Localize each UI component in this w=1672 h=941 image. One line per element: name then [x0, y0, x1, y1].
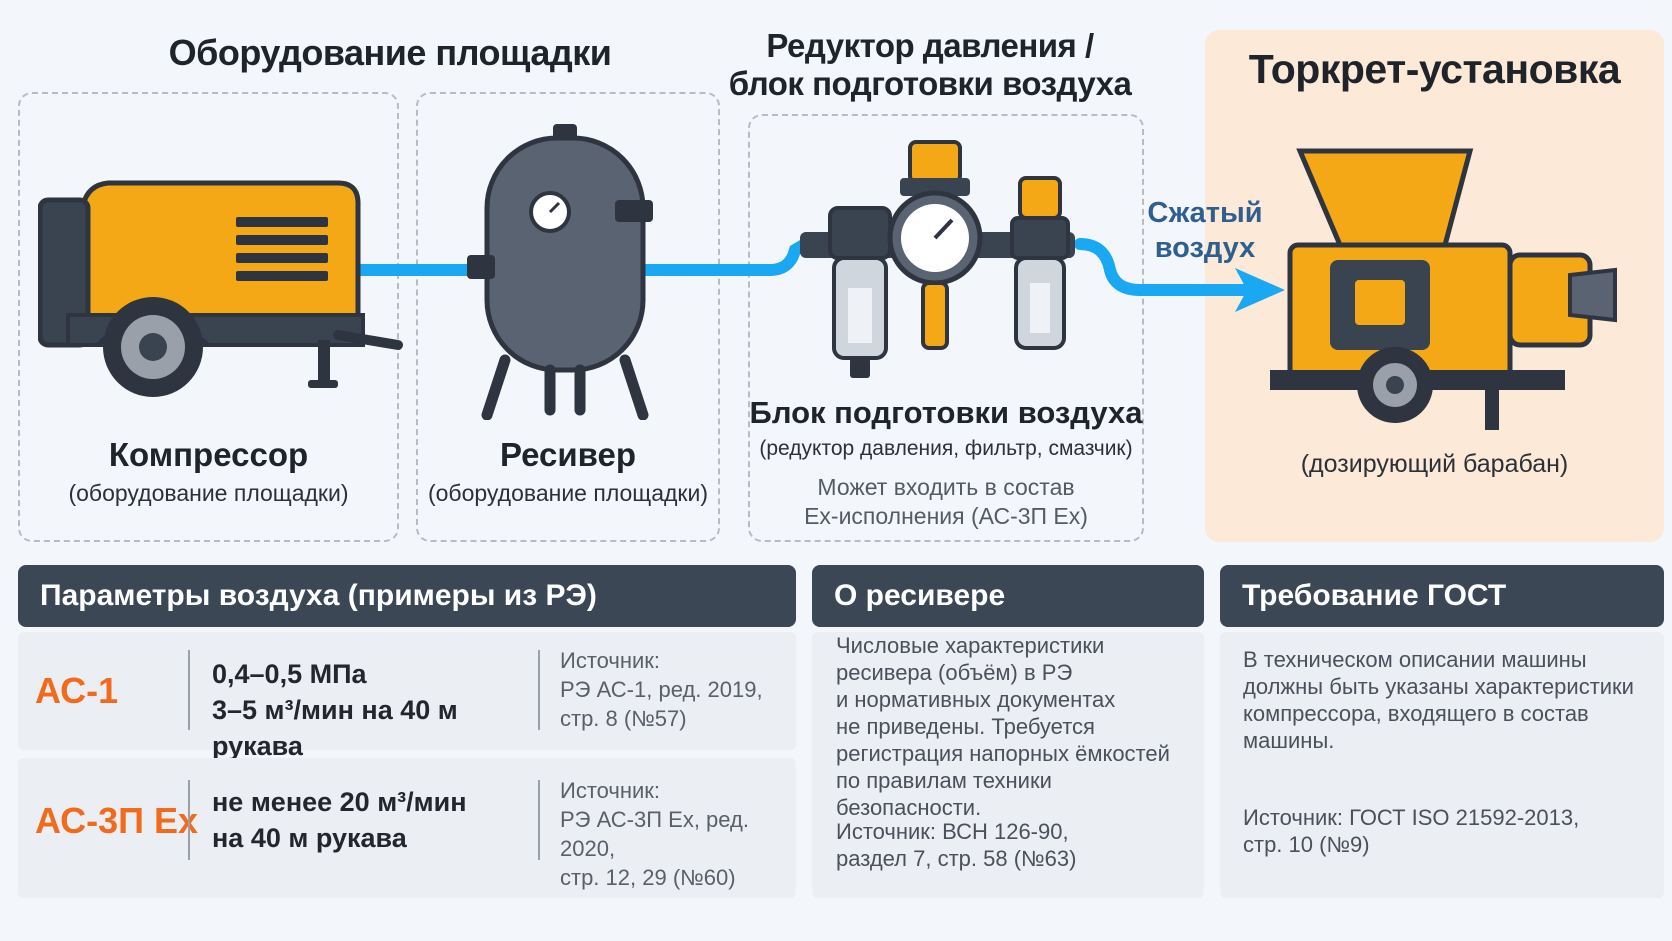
receiver-info-text: Числовые характеристики ресивера (объём)… — [836, 632, 1196, 821]
row1-src-line2: РЭ АС-1, ред. 2019, — [560, 677, 763, 702]
row2-params: не менее 20 м³/мин на 40 м рукава — [212, 784, 542, 856]
row2-divider-a — [188, 780, 190, 860]
air-flow-arrow-icon — [1235, 268, 1285, 312]
flow-label-line1: Сжатый — [1147, 197, 1263, 229]
compressor-sub: (оборудование площадки) — [68, 480, 349, 506]
compressor-box — [18, 92, 399, 542]
receiver-src-line1: Источник: ВСН 126-90, — [836, 819, 1069, 844]
receiver-line-6: по правилам техники безопасности. — [836, 768, 1052, 820]
panel-receiver-body — [812, 632, 1204, 898]
row1-model: АС-1 — [35, 670, 119, 711]
heading-site-equipment: Оборудование площадки — [168, 32, 612, 73]
row2-source: Источник: РЭ АС-3П Ex, ред. 2020, стр. 1… — [560, 776, 790, 892]
receiver-line-3: и нормативных документах — [836, 687, 1116, 712]
row1-src-line1: Источник: — [560, 648, 661, 673]
receiver-sub: (оборудование площадки) — [427, 480, 708, 506]
air-unit-box — [748, 114, 1144, 542]
gost-src-line2: стр. 10 (№9) — [1243, 832, 1370, 857]
receiver-box — [416, 92, 720, 542]
row1-param-line1: 0,4–0,5 МПа — [212, 659, 367, 689]
row1-divider-a — [188, 650, 190, 730]
heading-reducer: Редуктор давления / блок подготовки возд… — [710, 27, 1150, 103]
receiver-src-line2: раздел 7, стр. 58 (№63) — [836, 846, 1077, 871]
row1-param-line2: 3–5 м³/мин на 40 м рукава — [212, 695, 458, 761]
compressor-icon — [38, 180, 403, 397]
receiver-line-4: не приведены. Требуется — [836, 714, 1095, 739]
row2-src-line1: Источник: — [560, 778, 661, 803]
row2-divider-b — [538, 780, 540, 860]
panel-receiver-title: О ресивере — [812, 565, 1204, 627]
air-unit-note-line2: Ex-исполнения (АС-3П Ex) — [804, 503, 1088, 529]
compressor-name: Компрессор — [108, 436, 309, 473]
filter-regulator-lubricator-icon — [800, 140, 1075, 378]
shotcrete-machine-icon — [1270, 148, 1617, 430]
receiver-name: Ресивер — [499, 436, 637, 473]
row1-divider-b — [538, 650, 540, 730]
row1-source: Источник: РЭ АС-1, ред. 2019, стр. 8 (№5… — [560, 646, 790, 733]
row2-src-line2: РЭ АС-3П Ex, ред. 2020, — [560, 807, 749, 861]
heading-reducer-line1: Редуктор давления / — [766, 27, 1094, 64]
receiver-tank-icon — [467, 124, 653, 420]
air-unit-note: Может входить в состав Ex-исполнения (АС… — [748, 473, 1144, 531]
air-unit-name: Блок подготовки воздуха — [749, 395, 1143, 430]
panel-air-params-title: Параметры воздуха (примеры из РЭ) — [18, 565, 796, 627]
gost-src-line1: Источник: ГОСТ ISO 21592-2013, — [1243, 805, 1580, 830]
panel-gost-title: Требование ГОСТ — [1220, 565, 1664, 627]
flow-label: Сжатый воздух — [1145, 196, 1265, 266]
gost-source: Источник: ГОСТ ISO 21592-2013, стр. 10 (… — [1243, 804, 1658, 858]
shotcrete-sub: (дозирующий барабан) — [1300, 450, 1569, 478]
gost-line-1: В техническом описании машины — [1243, 647, 1587, 672]
air-unit-sub: (редуктор давления, фильтр, смазчик) — [759, 437, 1133, 460]
row1-src-line3: стр. 8 (№57) — [560, 706, 687, 731]
gost-text: В техническом описании машины должны быт… — [1243, 646, 1658, 754]
receiver-line-2: ресивера (объём) в РЭ — [836, 660, 1073, 685]
receiver-line-5: регистрация напорных ёмкостей — [836, 741, 1170, 766]
pressure-gauge-icon — [529, 191, 571, 233]
heading-reducer-line2: блок подготовки воздуха — [728, 65, 1132, 102]
air-unit-note-line1: Может входить в состав — [817, 474, 1075, 500]
row2-param-line1: не менее 20 м³/мин — [212, 787, 467, 817]
gost-line-3: компрессора, входящего в состав машины. — [1243, 701, 1589, 753]
heading-shotcrete: Торкрет-установка — [1248, 46, 1621, 92]
row2-src-line3: стр. 12, 29 (№60) — [560, 865, 736, 890]
receiver-source: Источник: ВСН 126-90, раздел 7, стр. 58 … — [836, 818, 1196, 872]
gost-line-2: должны быть указаны характеристики — [1243, 674, 1634, 699]
row1-params: 0,4–0,5 МПа 3–5 м³/мин на 40 м рукава — [212, 656, 542, 764]
row2-param-line2: на 40 м рукава — [212, 823, 407, 853]
receiver-line-1: Числовые характеристики — [836, 633, 1105, 658]
flow-label-line2: воздух — [1154, 232, 1256, 264]
table-row — [18, 758, 796, 898]
panel-gost-body — [1220, 632, 1664, 898]
table-row — [18, 632, 796, 750]
row2-model: АС-3П Ex — [35, 800, 199, 841]
